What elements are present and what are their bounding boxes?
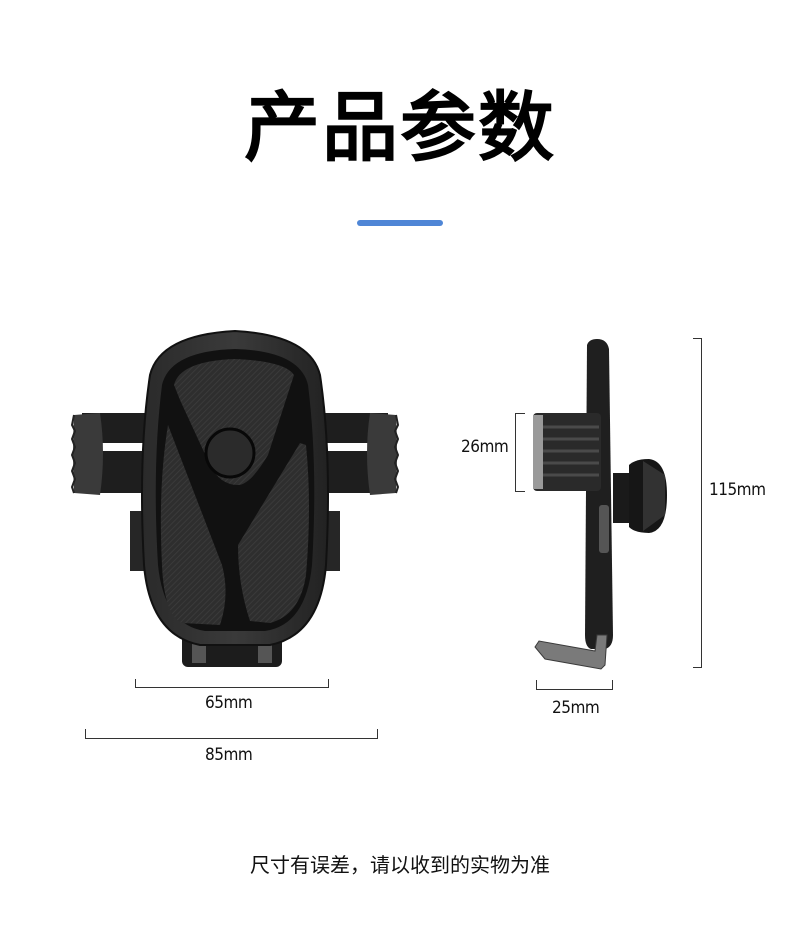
dim-line-total-height bbox=[693, 338, 702, 668]
dim-label-inner-width: 65mm bbox=[205, 693, 253, 713]
front-view-product-image bbox=[70, 329, 400, 667]
dim-label-depth: 25mm bbox=[552, 698, 600, 718]
dim-label-clip-height: 26mm bbox=[461, 437, 509, 457]
dim-line-outer-width bbox=[85, 729, 378, 739]
dim-line-clip-height bbox=[515, 413, 525, 492]
title-underline-accent bbox=[357, 220, 443, 226]
page-title: 产品参数 bbox=[244, 83, 556, 172]
dim-label-outer-width: 85mm bbox=[205, 745, 253, 765]
side-view-product-image bbox=[533, 339, 667, 670]
dimension-disclaimer-note: 尺寸有误差，请以收到的实物为准 bbox=[250, 853, 550, 877]
dim-label-total-height: 115mm bbox=[709, 480, 766, 500]
dim-line-depth bbox=[536, 680, 613, 690]
dim-line-inner-width bbox=[135, 679, 329, 688]
